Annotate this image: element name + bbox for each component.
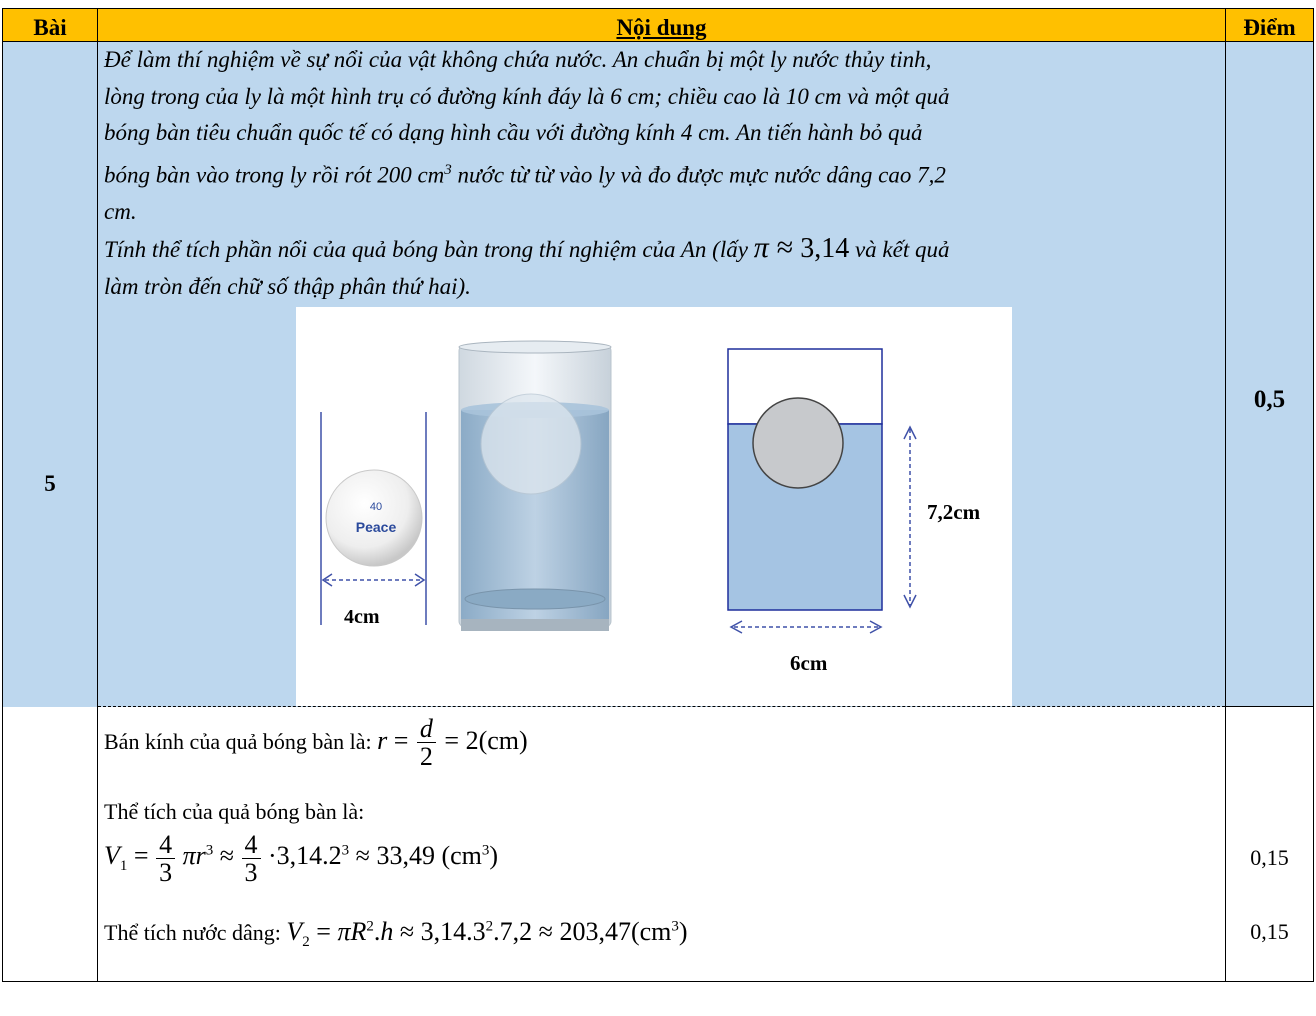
question-line-6: Tính thể tích phần nổi của quả bóng bàn … bbox=[104, 230, 1219, 269]
points-water-volume: 0,15 bbox=[1250, 919, 1289, 945]
problem-number: 5 bbox=[44, 471, 56, 497]
ball-number: 40 bbox=[370, 501, 382, 513]
question-cell: Để làm thí nghiệm về sự nổi của vật khôn… bbox=[97, 40, 1226, 708]
question-line-2: lòng trong của ly là một hình trụ có đườ… bbox=[104, 83, 950, 109]
pi-value: 3,14 bbox=[800, 233, 850, 265]
water-volume-line: Thể tích nước dâng: V2 = πR2.h ≈ 3,14.32… bbox=[104, 917, 688, 951]
glass-rim bbox=[458, 340, 612, 354]
question-line-4b: nước từ từ vào ly và đo được mực nước dâ… bbox=[451, 162, 946, 188]
question-row: 5 Để làm thí nghiệm về sự nổi của vật kh… bbox=[2, 40, 1314, 708]
radius-label: Bán kính của quả bóng bàn là: bbox=[104, 728, 372, 754]
unit-superscript: 3 bbox=[444, 161, 452, 178]
question-line-5: cm. bbox=[104, 198, 137, 224]
question-line-7: làm tròn đến chữ số thập phân thứ hai). bbox=[104, 273, 471, 299]
question-line-3: bóng bàn tiêu chuẩn quốc tế có dạng hình… bbox=[104, 120, 923, 145]
height-arrow-top bbox=[903, 425, 917, 440]
schematic-ball bbox=[752, 397, 844, 489]
question-line-1: Để làm thí nghiệm về sự nổi của vật khôn… bbox=[104, 47, 932, 72]
ping-pong-ball bbox=[325, 469, 423, 567]
problem-number-cell: 5 bbox=[2, 40, 98, 707]
header-content-text: Nội dung bbox=[616, 15, 707, 40]
header-points: Điểm bbox=[1225, 8, 1314, 42]
table-header-row: Bài Nội dung Điểm bbox=[2, 8, 1314, 42]
width-arrow-right bbox=[869, 620, 883, 634]
question-line-4: bóng bàn vào trong ly rồi rót 200 cm3 nư… bbox=[104, 152, 1219, 194]
question-line-6a: Tính thể tích phần nổi của quả bóng bàn … bbox=[104, 237, 754, 263]
ball-brand: Peace bbox=[356, 519, 397, 535]
water-volume-formula: V2 = πR2.h ≈ 3,14.32.7,2 ≈ 203,47(cm3) bbox=[286, 917, 688, 951]
solution-points-cell: 0,15 0,15 bbox=[1225, 706, 1314, 983]
header-lesson: Bài bbox=[2, 8, 98, 42]
points-ball-volume: 0,15 bbox=[1250, 845, 1289, 871]
width-arrow-left bbox=[729, 620, 743, 634]
submerged-ball bbox=[480, 393, 582, 495]
ball-volume-line: Thể tích của quả bóng bàn là: bbox=[104, 799, 365, 825]
water-volume-label: Thể tích nước dâng: bbox=[104, 920, 281, 946]
solution-number-cell bbox=[2, 706, 98, 983]
question-line-6b: và kết quả bbox=[849, 237, 950, 263]
question-text: Để làm thí nghiệm về sự nổi của vật khôn… bbox=[98, 42, 1225, 305]
question-points-cell: 0,5 bbox=[1225, 40, 1314, 708]
experiment-illustration: 40 Peace 4cm bbox=[320, 340, 981, 675]
experiment-figure: 40 Peace 4cm bbox=[296, 307, 1012, 707]
ball-arrow-left bbox=[321, 573, 333, 587]
width-label: 6cm bbox=[790, 651, 828, 675]
glass-bottom bbox=[461, 619, 609, 632]
question-line-4a: bóng bàn vào trong ly rồi rót 200 cm bbox=[104, 162, 445, 188]
glass-base bbox=[464, 588, 606, 610]
height-arrow-bottom bbox=[903, 594, 917, 609]
height-label: 7,2cm bbox=[927, 500, 981, 524]
ball-diameter-label: 4cm bbox=[344, 606, 380, 628]
pi-symbol: π ≈ bbox=[753, 231, 801, 265]
header-content: Nội dung bbox=[97, 8, 1226, 42]
answer-table: Bài Nội dung Điểm 5 Để làm thí nghiệm về… bbox=[2, 8, 1314, 983]
ball-arrow-right bbox=[414, 573, 426, 587]
question-points: 0,5 bbox=[1253, 386, 1286, 413]
